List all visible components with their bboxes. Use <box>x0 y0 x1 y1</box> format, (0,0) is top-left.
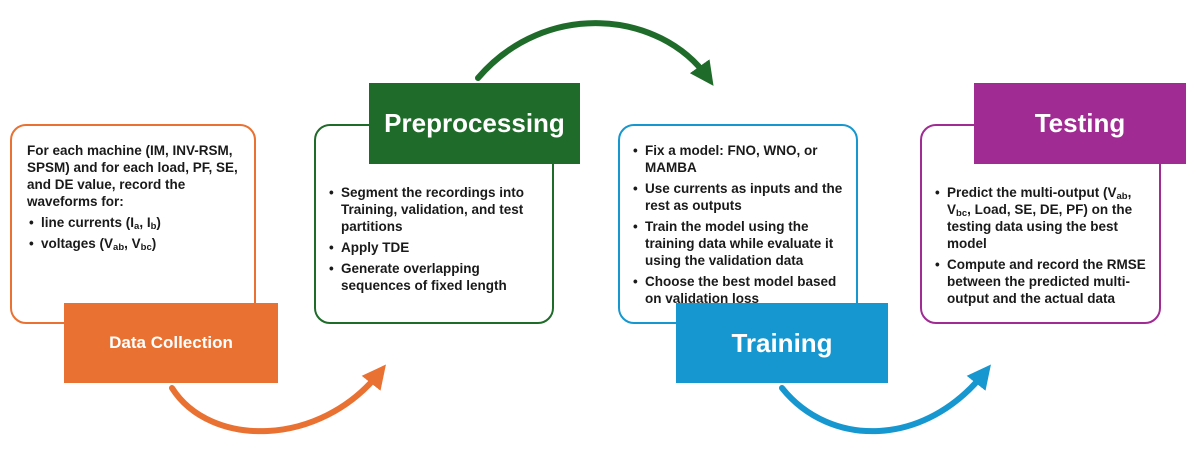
training-bullet-3: Train the model using the training data … <box>633 218 851 269</box>
training-header: Training <box>676 303 888 383</box>
testing-title: Testing <box>1034 108 1126 138</box>
testing-bullet-1: Predict the multi-output (Vab, Vbc, Load… <box>935 184 1153 252</box>
data-collection-content: For each machine (IM, INV-RSM, SPSM) and… <box>27 142 245 256</box>
preprocessing-bullet-1: Segment the recordings into Training, va… <box>329 184 547 235</box>
training-bullet-4: Choose the best model based on validatio… <box>633 273 851 307</box>
preprocessing-bullet-2: Apply TDE <box>329 239 547 256</box>
testing-bullet-2: Compute and record the RMSE between the … <box>935 256 1153 307</box>
arrow-preprocessing-to-training <box>475 20 714 86</box>
training-content: Fix a model: FNO, WNO, or MAMBA Use curr… <box>633 142 851 311</box>
preprocessing-bullet-3: Generate overlapping sequences of fixed … <box>329 260 547 294</box>
preprocessing-header: Preprocessing <box>369 83 580 164</box>
testing-header: Testing <box>974 83 1186 164</box>
bullet-voltages: voltages (Vab, Vbc) <box>29 235 245 252</box>
arrow-datacollection-to-preprocessing <box>169 364 386 435</box>
data-collection-header: Data Collection <box>64 303 278 383</box>
training-bullet-2: Use currents as inputs and the rest as o… <box>633 180 851 214</box>
testing-content: Predict the multi-output (Vab, Vbc, Load… <box>935 184 1153 311</box>
preprocessing-content: Segment the recordings into Training, va… <box>329 184 547 298</box>
preprocessing-title: Preprocessing <box>384 108 565 138</box>
bullet-line-currents: line currents (Ia, Ib) <box>29 214 245 231</box>
arrow-training-to-testing <box>779 364 991 435</box>
data-collection-intro: For each machine (IM, INV-RSM, SPSM) and… <box>27 143 238 209</box>
training-bullet-1: Fix a model: FNO, WNO, or MAMBA <box>633 142 851 176</box>
data-collection-title: Data Collection <box>109 333 233 352</box>
training-title: Training <box>731 327 833 358</box>
